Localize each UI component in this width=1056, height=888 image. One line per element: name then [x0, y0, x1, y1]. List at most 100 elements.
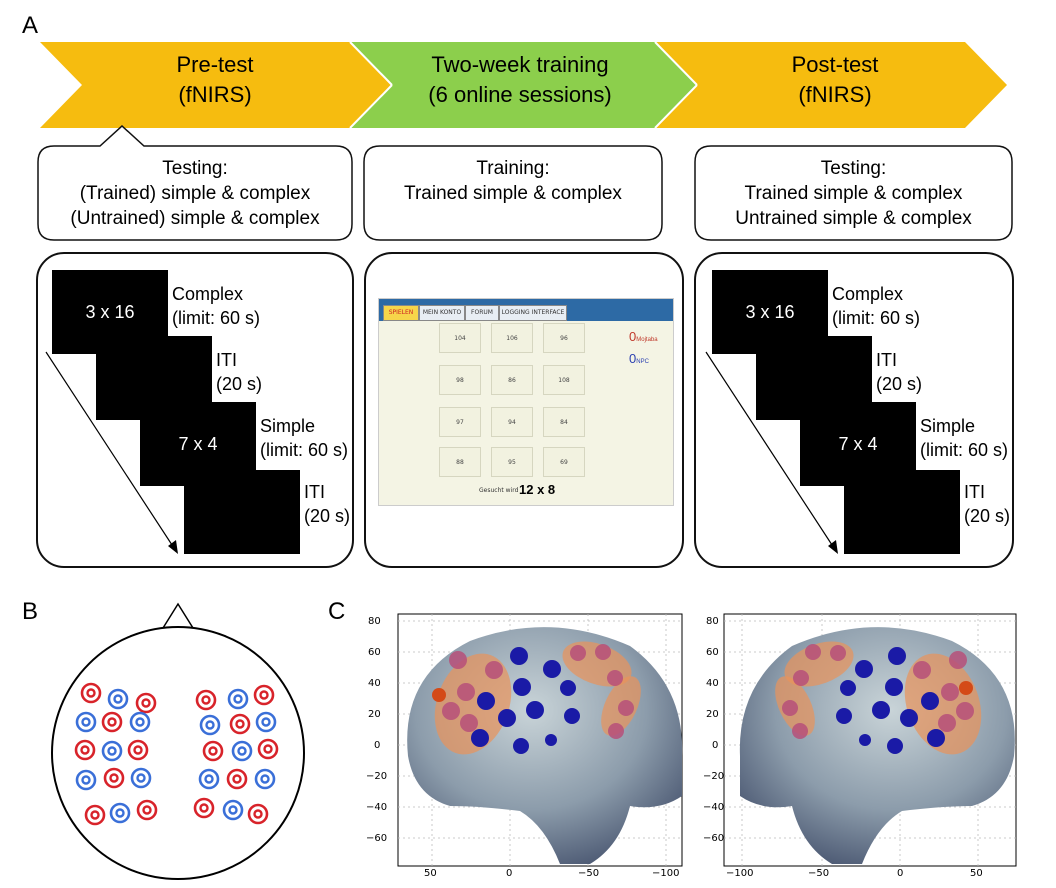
- tab-forum[interactable]: FORUM: [465, 305, 499, 321]
- pretest-title: Pre-test: [176, 52, 254, 77]
- optode-center: [107, 746, 117, 756]
- pretest-subtitle: (fNIRS): [178, 82, 252, 107]
- optode-head-diagram: [51, 602, 305, 880]
- source-optode: [202, 740, 224, 762]
- iti-screen: [844, 470, 960, 554]
- y-tick: 80: [706, 616, 719, 627]
- detector-optode: [107, 688, 129, 710]
- source-optode: [127, 739, 149, 761]
- callout-line: Trained simple & complex: [744, 183, 963, 204]
- chevron-training: [350, 42, 697, 128]
- source-optode: [253, 684, 275, 706]
- player-name: NPC: [636, 359, 649, 365]
- training-label: Two-week training (6 online sessions): [395, 50, 645, 110]
- answer-option[interactable]: 84: [543, 407, 585, 437]
- y-tick: 0: [374, 740, 381, 751]
- optode-center: [81, 775, 91, 785]
- pretest-callout: Testing: (Trained) simple & complex (Unt…: [40, 156, 350, 231]
- detector-optode: [227, 688, 249, 710]
- chevron-pretest: [40, 42, 392, 128]
- source-optode: [247, 803, 269, 825]
- y-tick: 60: [368, 647, 381, 658]
- chevron-posttest: [655, 42, 1007, 128]
- trial-duration: (limit: 60 s): [260, 440, 349, 460]
- time-arrow: [705, 351, 838, 554]
- prompt-text: Gesucht wird: [479, 487, 519, 494]
- y-tick: −60: [366, 833, 388, 844]
- iti-label: ITI (20 s): [216, 348, 262, 396]
- callout-heading: Training:: [476, 158, 550, 179]
- panel-label-b: B: [22, 598, 39, 625]
- callout-line: (Untrained) simple & complex: [70, 208, 320, 229]
- y-tick: −40: [703, 802, 725, 813]
- optode-center: [201, 695, 211, 705]
- panel-label-c: C: [328, 598, 346, 625]
- answer-option[interactable]: 86: [491, 365, 533, 395]
- source-optode: [80, 682, 102, 704]
- source-optode: [74, 739, 96, 761]
- source-optode: [226, 768, 248, 790]
- trial-type: Simple: [920, 416, 976, 436]
- x-tick: −50: [578, 868, 600, 879]
- source-optode: [195, 689, 217, 711]
- pretest-label: Pre-test (fNIRS): [110, 50, 320, 110]
- brain-left-hemisphere-plot: [397, 613, 683, 867]
- y-tick: 60: [706, 647, 719, 658]
- answer-option[interactable]: 98: [439, 365, 481, 395]
- source-optode: [193, 797, 215, 819]
- answer-option[interactable]: 106: [491, 323, 533, 353]
- answer-option[interactable]: 96: [543, 323, 585, 353]
- y-tick: 80: [368, 616, 381, 627]
- optode-center: [199, 803, 209, 813]
- current-problem: 12 x 8: [519, 482, 556, 497]
- detector-optode: [255, 711, 277, 733]
- tab-mein-konto[interactable]: MEIN KONTO: [419, 305, 465, 321]
- optode-center: [259, 690, 269, 700]
- time-arrow: [45, 351, 178, 554]
- optode-center: [208, 746, 218, 756]
- answer-option[interactable]: 95: [491, 447, 533, 477]
- answer-option[interactable]: 108: [543, 365, 585, 395]
- trial-duration: (limit: 60 s): [920, 440, 1009, 460]
- training-callout: Training: Trained simple & complex: [366, 156, 660, 206]
- answer-option[interactable]: 88: [439, 447, 481, 477]
- iti-screen: [184, 470, 300, 554]
- callout-heading: Testing:: [162, 158, 228, 179]
- detector-optode: [101, 740, 123, 762]
- callout-line: Untrained simple & complex: [735, 208, 972, 229]
- optode-center: [135, 717, 145, 727]
- detector-optode: [199, 714, 221, 736]
- source-optode: [136, 799, 158, 821]
- trial-duration: (20 s): [964, 506, 1011, 526]
- x-tick: −100: [652, 868, 680, 879]
- simple-label: Simple (limit: 60 s): [920, 414, 1008, 462]
- y-tick: −60: [703, 833, 725, 844]
- optode-center: [109, 773, 119, 783]
- source-optode: [135, 692, 157, 714]
- score-value: 0: [629, 329, 637, 344]
- source-optode: [84, 804, 106, 826]
- tab-logging-interface[interactable]: LOGGING INTERFACE: [499, 305, 567, 321]
- posttest-label: Post-test (fNIRS): [730, 50, 940, 110]
- optode-center: [133, 745, 143, 755]
- callout-heading: Testing:: [820, 158, 887, 179]
- answer-option[interactable]: 69: [543, 447, 585, 477]
- answer-option[interactable]: 94: [491, 407, 533, 437]
- posttest-subtitle: (fNIRS): [798, 82, 872, 107]
- answer-option[interactable]: 104: [439, 323, 481, 353]
- trial-type: ITI: [876, 350, 897, 370]
- optode-center: [136, 773, 146, 783]
- detector-optode: [129, 711, 151, 733]
- y-tick: 20: [706, 709, 719, 720]
- optode-center: [205, 720, 215, 730]
- tab-spielen[interactable]: SPIELEN: [383, 305, 419, 321]
- trial-duration: (limit: 60 s): [832, 308, 921, 328]
- trial-type: Complex: [832, 284, 904, 304]
- x-tick: −50: [808, 868, 830, 879]
- y-tick: −20: [366, 771, 388, 782]
- answer-option[interactable]: 97: [439, 407, 481, 437]
- optode-center: [86, 688, 96, 698]
- trial-duration: (20 s): [876, 374, 923, 394]
- detector-optode: [198, 768, 220, 790]
- detector-optode: [75, 769, 97, 791]
